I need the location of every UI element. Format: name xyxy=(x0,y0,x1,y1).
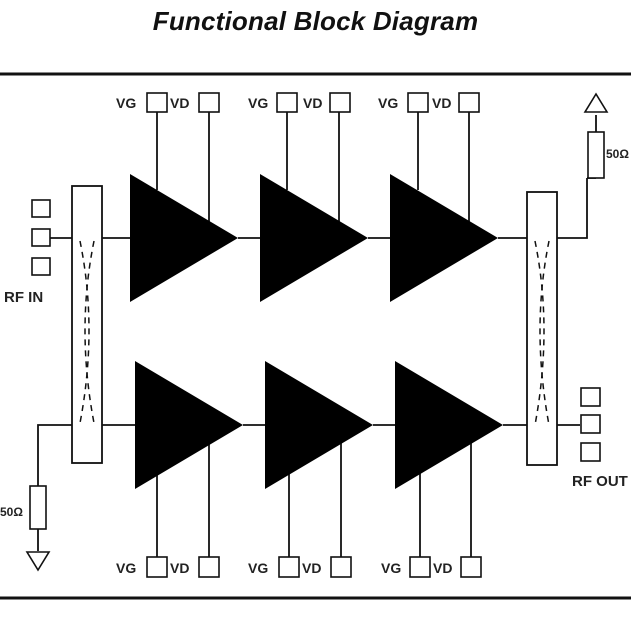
vg-pad xyxy=(278,556,300,578)
rf-out-pad-1 xyxy=(580,387,601,407)
bottom-stage-1: VG VD xyxy=(116,361,243,578)
vd-label: VD xyxy=(170,560,189,576)
bottom-stage-3: VG VD xyxy=(381,361,503,578)
rf-in-pad-1 xyxy=(31,199,51,218)
bottom-stage-2: VG VD xyxy=(248,361,373,578)
rf-out-pad-2 xyxy=(580,414,601,434)
ground-arrow-bottom-icon xyxy=(25,551,51,572)
amplifier-triangle-icon xyxy=(130,174,238,302)
vd-pad xyxy=(198,556,220,578)
amplifier-triangle-icon xyxy=(390,174,498,302)
vd-pad xyxy=(198,92,220,113)
page-title: Functional Block Diagram xyxy=(152,6,479,36)
vg-label: VG xyxy=(381,560,401,576)
vd-pad xyxy=(458,92,480,113)
input-coupler xyxy=(71,185,103,464)
vd-label: VD xyxy=(433,560,452,576)
vg-pad xyxy=(146,556,168,578)
top-stage-2: VG VD xyxy=(248,92,368,302)
rf-in-label: RF IN xyxy=(4,289,43,306)
vg-pad xyxy=(276,92,298,113)
vd-label: VD xyxy=(303,95,322,111)
rf-in-pad-3 xyxy=(31,257,51,276)
vd-pad xyxy=(330,556,352,578)
ground-arrow-top-icon xyxy=(583,92,609,113)
vg-pad xyxy=(409,556,431,578)
rf-out-pad-3 xyxy=(580,442,601,462)
vg-label: VG xyxy=(248,560,268,576)
termination-label-top: 50Ω xyxy=(606,147,629,161)
vg-label: VG xyxy=(116,560,136,576)
vd-label: VD xyxy=(170,95,189,111)
termination-label-bottom: 50Ω xyxy=(0,505,23,519)
termination-resistor-bottom xyxy=(29,485,47,530)
vd-pad xyxy=(460,556,482,578)
vd-label: VD xyxy=(302,560,321,576)
top-stage-1: VG VD xyxy=(116,92,238,302)
amplifier-triangle-icon xyxy=(265,361,373,489)
output-coupler xyxy=(526,191,558,466)
termination-resistor-top xyxy=(587,131,605,179)
rf-in-pads xyxy=(31,199,51,276)
vg-label: VG xyxy=(248,95,268,111)
rf-path-lines xyxy=(37,115,597,551)
amplifier-triangle-icon xyxy=(395,361,503,489)
bottom-termination: 50Ω xyxy=(0,485,51,572)
amplifier-triangle-icon xyxy=(260,174,368,302)
top-amplifier-row: VG VD VG VD VG VD xyxy=(116,92,498,302)
rf-in-pad-2 xyxy=(31,228,51,247)
top-stage-3: VG VD xyxy=(378,92,498,302)
vg-label: VG xyxy=(378,95,398,111)
vg-pad xyxy=(407,92,429,113)
vd-pad xyxy=(329,92,351,113)
vg-label: VG xyxy=(116,95,136,111)
bottom-amplifier-row: VG VD VG VD VG VD xyxy=(116,361,503,578)
vg-pad xyxy=(146,92,168,113)
amplifier-triangle-icon xyxy=(135,361,243,489)
rf-out-pads xyxy=(580,387,601,462)
rf-out-label: RF OUT xyxy=(572,473,628,490)
vd-label: VD xyxy=(432,95,451,111)
top-termination: 50Ω xyxy=(583,92,629,179)
